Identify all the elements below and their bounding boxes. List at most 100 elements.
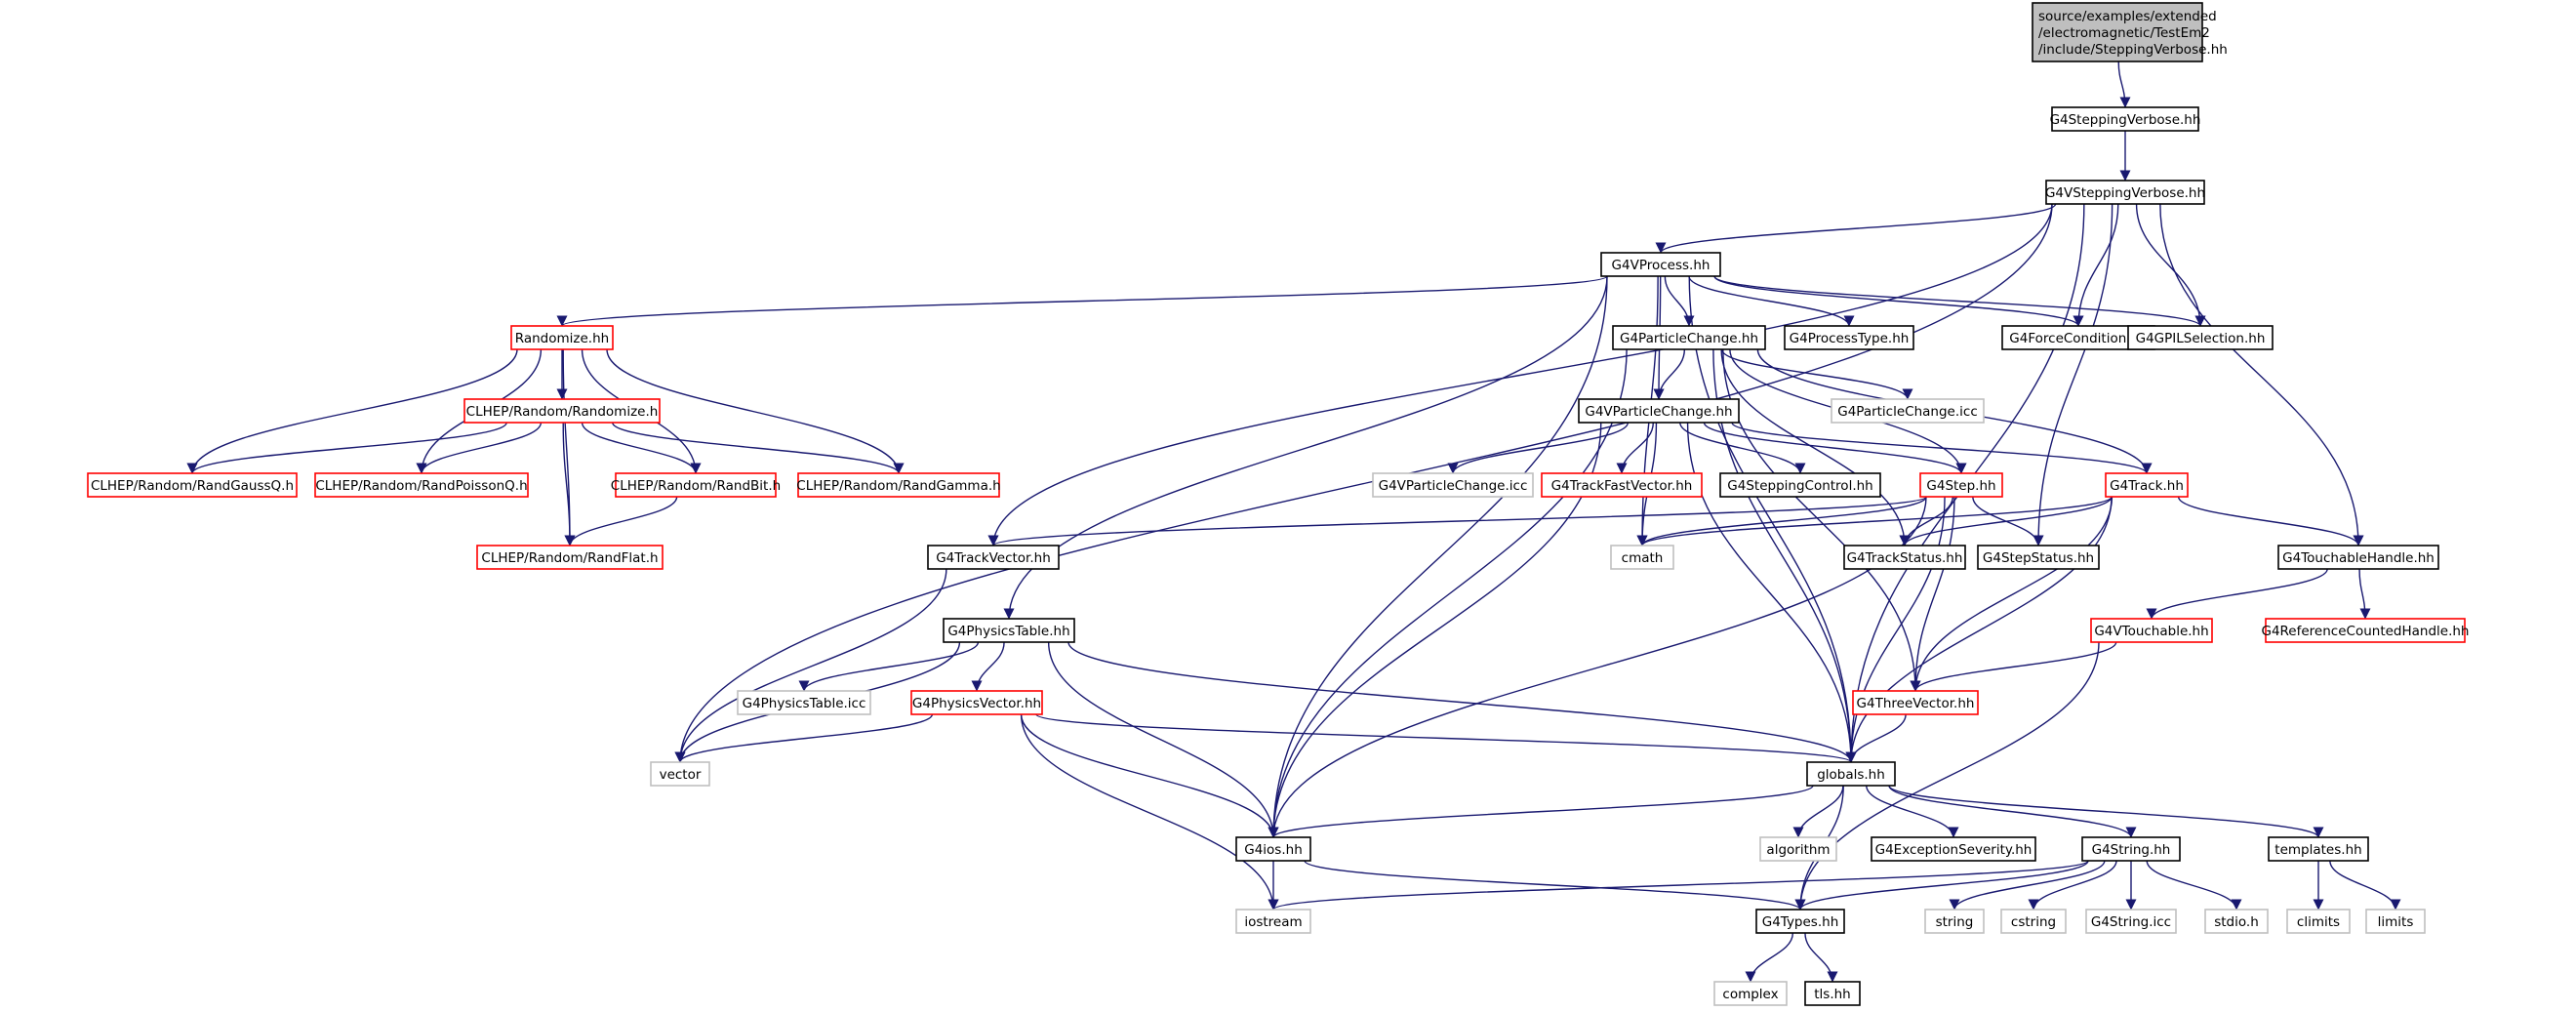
node-box [476, 545, 664, 570]
edge-g4vpc-to-g4stepctl [1679, 422, 1806, 474]
node-box [1235, 909, 1311, 934]
edges-layer [186, 61, 2401, 983]
node-g4stepctl[interactable]: G4SteppingControl.hh [1719, 472, 1881, 498]
node-vector: vector [650, 761, 710, 787]
node-box [1843, 545, 1966, 570]
nodes-layer: source/examples/extended/electromagnetic… [87, 2, 2470, 1006]
node-g4vtouch[interactable]: G4VTouchable.hh [2090, 618, 2213, 643]
node-box [943, 618, 1075, 643]
edge-templates-to-limits [2329, 860, 2401, 911]
node-g4sv[interactable]: G4SteppingVerbose.hh [2050, 106, 2201, 132]
node-label: G4ExceptionSeverity.hh [1875, 842, 2033, 858]
dependency-edge [556, 275, 1608, 327]
edge-g4phystable-to-g4pticc [798, 641, 980, 692]
edge-g4pc-to-g4trackstatus [1720, 348, 1911, 546]
node-g4types[interactable]: G4Types.hh [1755, 909, 1845, 934]
dependency-edge [1845, 496, 1946, 763]
node-g4ios[interactable]: G4ios.hh [1235, 836, 1311, 862]
dependency-edge [2117, 61, 2131, 108]
edge-g4vproc-to-g4phystable [1003, 275, 1608, 620]
node-box [1871, 836, 2036, 862]
dependency-edge [1910, 496, 2113, 692]
node-box [1759, 836, 1837, 862]
node-tls[interactable]: tls.hh [1804, 981, 1861, 1006]
node-g4touch[interactable]: G4TouchableHandle.hh [2277, 545, 2439, 570]
dependency-edge [2177, 496, 2364, 546]
node-label: G4PhysicsTable.icc [743, 696, 866, 711]
dependency-edge [1020, 713, 1279, 911]
node-box [2000, 909, 2067, 934]
dependency-edge [1688, 275, 1857, 763]
node-box [1719, 472, 1881, 498]
node-box [314, 472, 529, 498]
node-box [2286, 909, 2351, 934]
node-box [1600, 252, 1721, 277]
dependency-edge [1888, 785, 2324, 838]
node-g4vpc[interactable]: G4VParticleChange.hh [1578, 398, 1740, 424]
node-g4excsev[interactable]: G4ExceptionSeverity.hh [1871, 836, 2036, 862]
node-g4string[interactable]: G4String.hh [2081, 836, 2181, 862]
dependency-edge [1910, 496, 1955, 692]
node-poissonq[interactable]: CLHEP/Random/RandPoissonQ.h [314, 472, 529, 498]
node-g4trackvec[interactable]: G4TrackVector.hh [927, 545, 1060, 570]
node-globals[interactable]: globals.hh [1806, 761, 1896, 787]
node-randgamma[interactable]: CLHEP/Random/RandGamma.h [796, 472, 1001, 498]
node-randbit[interactable]: CLHEP/Random/RandBit.h [611, 472, 781, 498]
dependency-edge [971, 641, 1005, 692]
node-g4physvec[interactable]: G4PhysicsVector.hh [910, 690, 1043, 715]
node-g4proctype[interactable]: G4ProcessType.hh [1784, 325, 1914, 350]
node-label: G4SteppingVerbose.hh [2050, 112, 2201, 128]
dependency-edge [1703, 422, 1967, 474]
node-g4vproc[interactable]: G4VProcess.hh [1600, 252, 1721, 277]
node-g4threevec[interactable]: G4ThreeVector.hh [1852, 690, 1979, 715]
node-g4vsv[interactable]: G4VSteppingVerbose.hh [2045, 180, 2205, 205]
node-g4refch[interactable]: G4ReferenceCountedHandle.hh [2261, 618, 2470, 643]
node-box [2127, 325, 2274, 350]
node-label: CLHEP/Random/RandGamma.h [796, 478, 1000, 494]
edge-randomize-to-gaussq [186, 348, 518, 474]
node-g4phystable[interactable]: G4PhysicsTable.hh [943, 618, 1075, 643]
node-label: G4TrackStatus.hh [1847, 550, 1963, 566]
node-label: G4String.icc [2091, 914, 2171, 930]
node-g4stringicc: G4String.icc [2085, 909, 2177, 934]
dependency-edge [1731, 422, 2153, 474]
node-g4pc[interactable]: G4ParticleChange.hh [1612, 325, 1766, 350]
dependency-edge [581, 422, 702, 474]
node-g4gpil[interactable]: G4GPILSelection.hh [2127, 325, 2274, 350]
node-templates[interactable]: templates.hh [2268, 836, 2369, 862]
node-g4tfv[interactable]: G4TrackFastVector.hh [1541, 472, 1703, 498]
edge-g4physvec-to-g4ios [1020, 713, 1279, 838]
dependency-edge [2028, 860, 2117, 911]
edge-g4vtouch-to-g4threevec [1910, 641, 2117, 692]
node-label: complex [1722, 987, 1778, 1002]
edge-g4vpc-to-g4vpcicc [1447, 422, 1630, 474]
node-label: G4TrackVector.hh [936, 550, 1051, 566]
dependency-edge [612, 422, 905, 474]
dependency-edge [1794, 860, 2089, 911]
node-label: source/examples/extended [2038, 9, 2217, 24]
node-clhep_rand[interactable]: CLHEP/Random/Randomize.h [463, 398, 661, 424]
node-box [615, 472, 777, 498]
edge-g4physvec-to-vector [674, 713, 934, 763]
node-g4step[interactable]: G4Step.hh [1919, 472, 2003, 498]
node-g4track[interactable]: G4Track.hh [2105, 472, 2189, 498]
node-label: limits [2378, 914, 2414, 930]
node-label: G4TrackFastVector.hh [1551, 478, 1693, 494]
node-g4stepstatus[interactable]: G4StepStatus.hh [1977, 545, 2100, 570]
node-root: source/examples/extended/electromagnetic… [2032, 2, 2228, 62]
dependency-edge [1720, 348, 1911, 546]
node-randomize[interactable]: Randomize.hh [510, 325, 614, 350]
edge-g4physvec-to-globals [1035, 713, 1857, 763]
node-label: G4GPILSelection.hh [2136, 331, 2266, 346]
node-randflat[interactable]: CLHEP/Random/RandFlat.h [476, 545, 664, 570]
edge-g4threevec-to-globals [1845, 713, 1907, 763]
edge-g4track-to-g4trackstatus [1899, 496, 2113, 546]
edge-g4step-to-globals [1845, 496, 1946, 763]
node-gaussq[interactable]: CLHEP/Random/RandGaussQ.h [87, 472, 298, 498]
node-cstring: cstring [2000, 909, 2067, 934]
node-g4trackstatus[interactable]: G4TrackStatus.hh [1843, 545, 1966, 570]
dependency-edge [2033, 203, 2113, 546]
node-label: G4VSteppingVerbose.hh [2045, 185, 2205, 201]
dependency-edge [1792, 785, 1844, 838]
node-label: G4ParticleChange.icc [1837, 404, 1978, 420]
